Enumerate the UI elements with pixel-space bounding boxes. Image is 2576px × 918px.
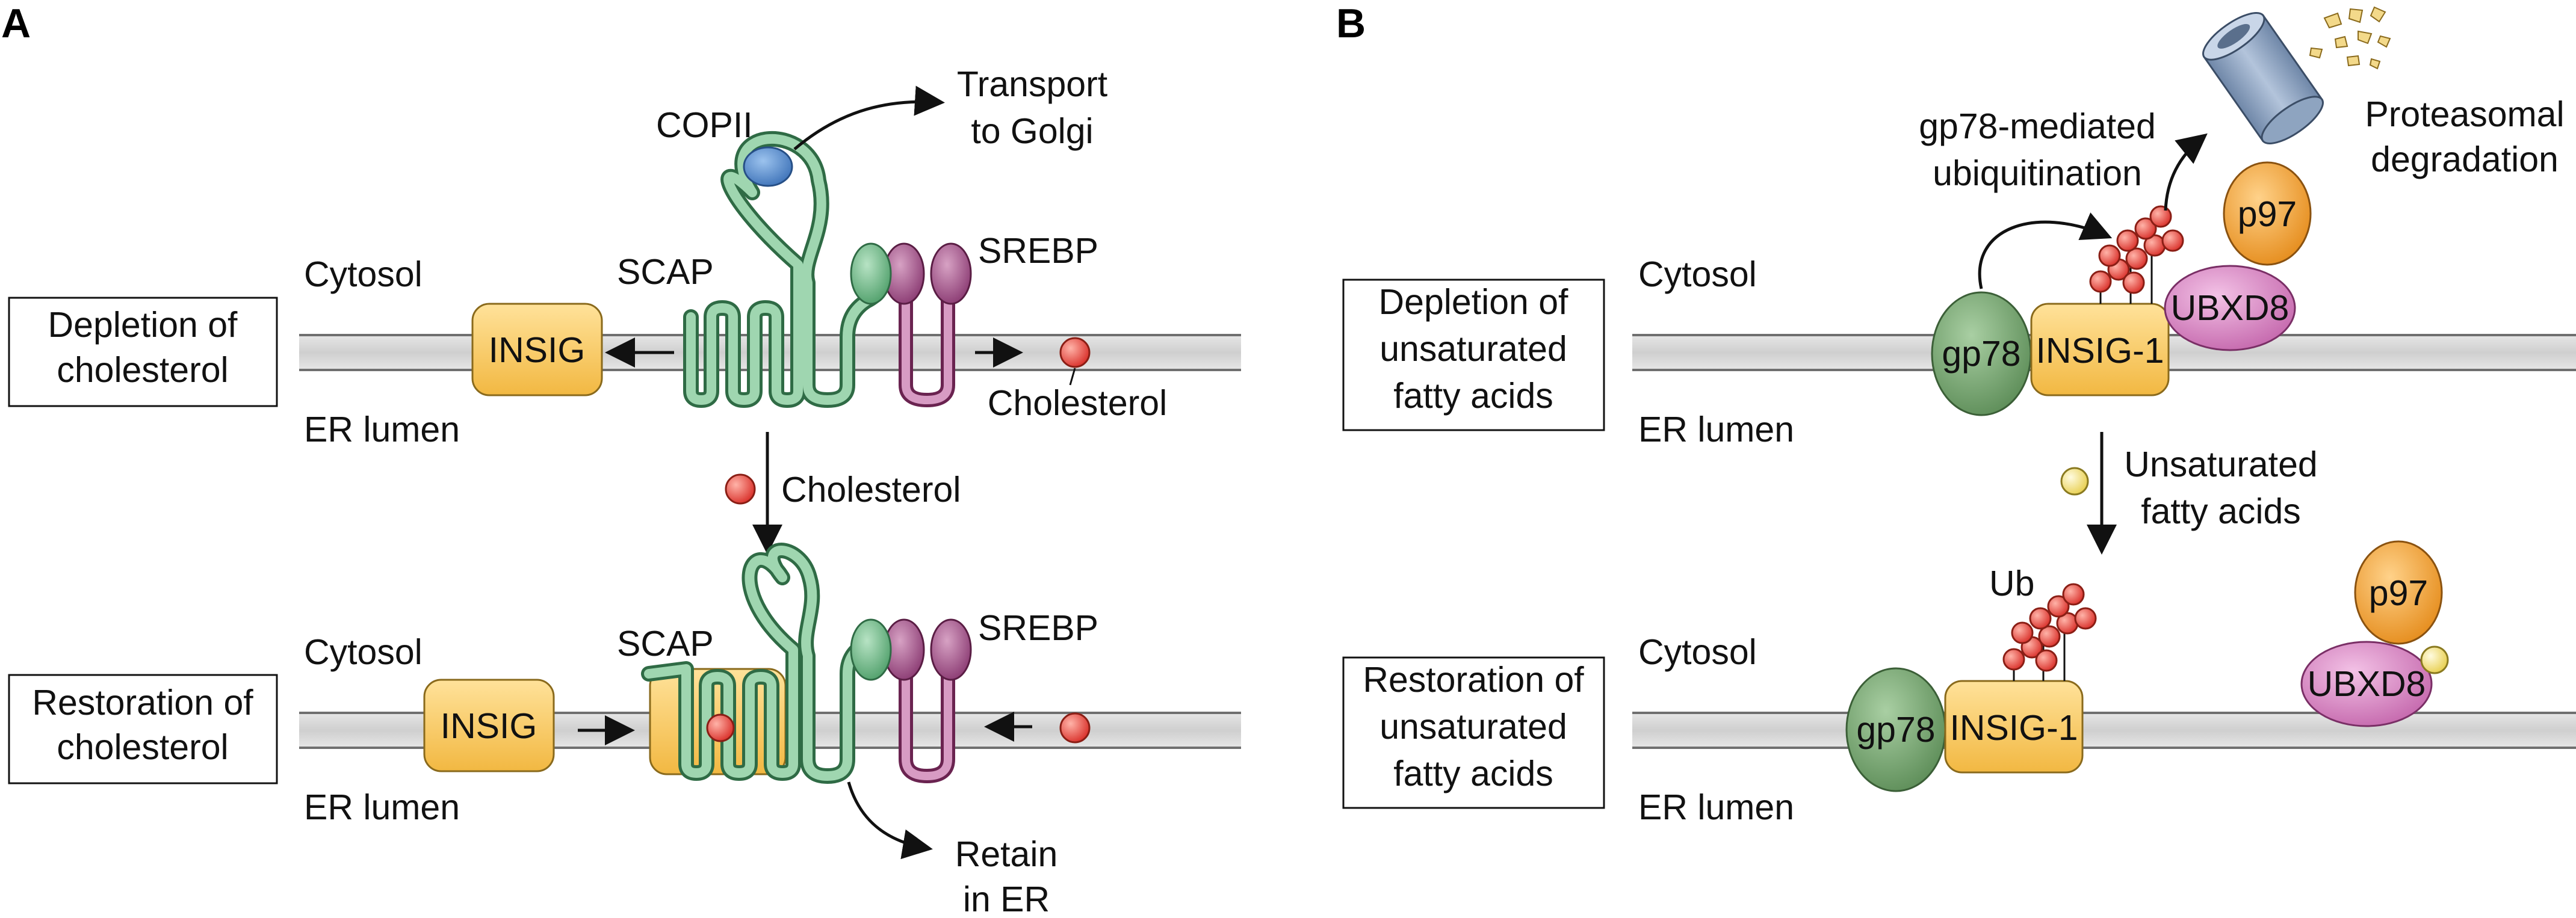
- condition-box-depletion-cholesterol: Depletion of cholesterol: [8, 297, 278, 407]
- transport-label: Transport: [957, 64, 1107, 104]
- ubxd8-protein: [2300, 641, 2433, 727]
- p97-protein: [2354, 540, 2443, 645]
- cholesterol-label: Cholesterol: [988, 383, 1167, 423]
- transition-label-b: fatty acids: [2141, 491, 2301, 531]
- fatty-acid-molecule: [2420, 645, 2449, 674]
- ubxd8-protein: [2164, 265, 2296, 351]
- scap-label: SCAP: [617, 252, 714, 292]
- scap-protein: [683, 131, 889, 408]
- arrow-ubiquitination: [1978, 212, 2113, 289]
- er-lumen-label: ER lumen: [1638, 787, 1794, 827]
- ubiquitin-chain: [2089, 205, 2184, 304]
- degradation-label: Proteasomal: [2365, 94, 2564, 134]
- srebp-label: SREBP: [978, 608, 1098, 648]
- cytosol-label: Cytosol: [1638, 632, 1757, 672]
- cholesterol-molecule: [1059, 712, 1091, 744]
- svg-text:cholesterol: cholesterol: [57, 350, 228, 390]
- cholesterol-molecule: [725, 473, 756, 505]
- svg-text:Depletion of: Depletion of: [1379, 282, 1568, 322]
- ubxd8-label: UBXD8: [2171, 288, 2290, 328]
- insig1-protein: INSIG-1: [1944, 680, 2084, 774]
- p97-label: p97: [2238, 194, 2297, 234]
- svg-text:unsaturated: unsaturated: [1379, 329, 1567, 369]
- insig-scap-complex: [641, 543, 875, 784]
- svg-text:INSIG-1: INSIG-1: [1949, 708, 2078, 748]
- condition-box-restoration-fatty-acids: Restoration of unsaturated fatty acids: [1342, 656, 1605, 809]
- svg-text:INSIG: INSIG: [441, 706, 537, 746]
- er-lumen-label: ER lumen: [304, 410, 460, 449]
- ubxd8-label: UBXD8: [2308, 664, 2426, 704]
- ub-label: Ub: [1989, 564, 2034, 603]
- svg-text:Depletion of: Depletion of: [48, 305, 238, 345]
- gp78-label: gp78: [1942, 334, 2020, 374]
- arrow-retain: [847, 781, 933, 860]
- srebp-protein: [850, 242, 972, 408]
- condition-box-depletion-fatty-acids: Depletion of unsaturated fatty acids: [1342, 279, 1605, 431]
- transition-label-a: Cholesterol: [781, 470, 961, 510]
- retain-label: Retain: [955, 834, 1058, 874]
- proteasome: [2202, 12, 2324, 144]
- svg-text:cholesterol: cholesterol: [57, 727, 228, 767]
- degradation-label: degradation: [2371, 140, 2559, 179]
- p97-label: p97: [2369, 573, 2428, 613]
- pointer-line: [1069, 368, 1076, 386]
- gp78-label: gp78: [1856, 710, 1935, 750]
- insig-protein: INSIG: [423, 679, 555, 772]
- p97-protein: [2223, 161, 2312, 266]
- srebp-protein: [850, 618, 972, 784]
- copii-label: COPII: [656, 105, 753, 145]
- arrow-degradation: [2164, 133, 2208, 211]
- svg-text:INSIG: INSIG: [489, 330, 586, 370]
- peptide-fragments: [2309, 6, 2391, 70]
- transport-label: to Golgi: [971, 111, 1093, 151]
- scap-label: SCAP: [617, 624, 714, 664]
- cytosol-label: Cytosol: [304, 254, 423, 294]
- ubiquitination-label: gp78-mediated: [1919, 106, 2156, 146]
- svg-text:Restoration of: Restoration of: [1363, 660, 1584, 700]
- srebp-label: SREBP: [978, 231, 1098, 271]
- ubiquitin-chain: [2002, 583, 2097, 681]
- membrane-b-bottom: [1632, 712, 2576, 749]
- retain-label: in ER: [963, 879, 1050, 918]
- er-lumen-label: ER lumen: [1638, 410, 1794, 449]
- er-lumen-label: ER lumen: [304, 787, 460, 827]
- insig-protein: INSIG: [471, 303, 603, 396]
- copii-coat: [743, 146, 793, 187]
- arrow-to-golgi: [793, 85, 945, 150]
- svg-text:fatty acids: fatty acids: [1393, 376, 1553, 416]
- panel-a-letter: A: [1, 1, 31, 46]
- insig1-protein: INSIG-1: [2030, 303, 2170, 396]
- cytosol-label: Cytosol: [1638, 254, 1757, 294]
- svg-text:Restoration of: Restoration of: [32, 683, 253, 722]
- svg-text:unsaturated: unsaturated: [1379, 707, 1567, 747]
- ubiquitination-label: ubiquitination: [1933, 153, 2142, 193]
- svg-text:INSIG-1: INSIG-1: [2036, 331, 2164, 371]
- svg-text:fatty acids: fatty acids: [1393, 754, 1553, 793]
- fatty-acid-molecule: [2060, 467, 2089, 496]
- transition-label-b: Unsaturated: [2124, 445, 2317, 484]
- cytosol-label: Cytosol: [304, 632, 423, 672]
- condition-box-restoration-cholesterol: Restoration of cholesterol: [8, 674, 278, 784]
- cholesterol-molecule: [1059, 337, 1091, 368]
- panel-b-letter: B: [1336, 1, 1366, 46]
